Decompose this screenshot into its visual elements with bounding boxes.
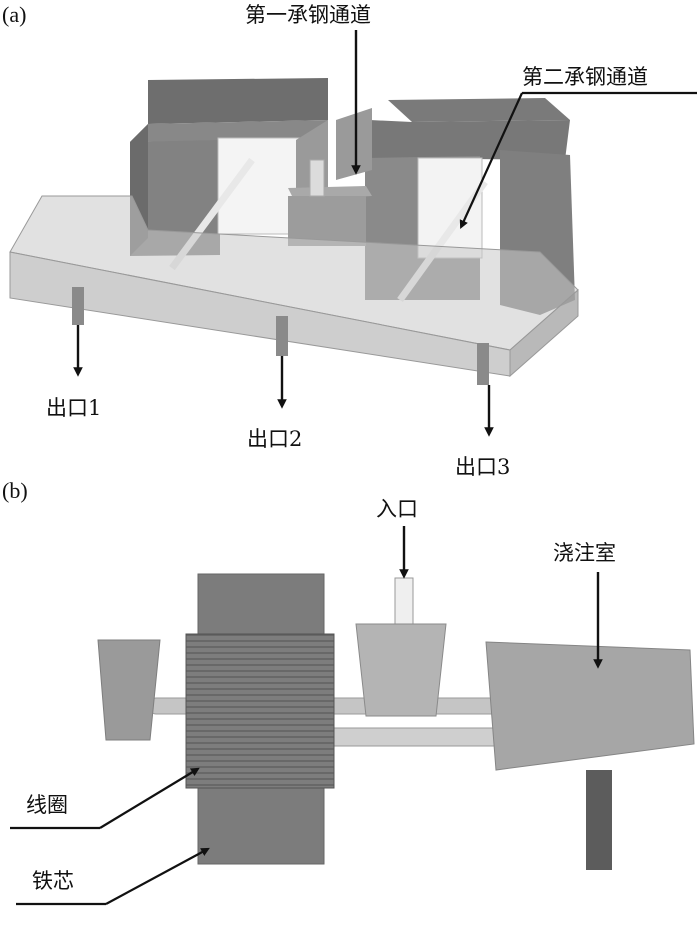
arrow-channel-2 (459, 92, 524, 230)
left-cup (97, 639, 161, 741)
outlet-3-pipe (477, 343, 494, 437)
inlet-pipe (394, 577, 414, 625)
iron-core-body (197, 787, 325, 865)
label-pouring-chamber: 浇注室 (553, 541, 616, 565)
center-block (288, 108, 372, 246)
pouring-chamber (485, 641, 695, 771)
iron-core-top (197, 573, 325, 637)
label-channel-1: 第一承钢通道 (245, 3, 371, 27)
inlet-cup (355, 623, 447, 717)
label-outlet-2: 出口2 (247, 427, 302, 451)
outlet-2-pipe (276, 316, 288, 409)
panel-b-tag: (b) (2, 478, 28, 503)
base-trough (9, 195, 579, 378)
label-coil: 线圈 (26, 793, 68, 817)
panel-a: (a) (2, 2, 697, 479)
label-channel-2: 第二承钢通道 (522, 65, 648, 89)
pouring-chamber-support (586, 770, 612, 870)
outlet-1-pipe (72, 287, 84, 377)
coil-winding (185, 633, 335, 789)
label-inlet: 入口 (376, 497, 418, 521)
panel-a-tag: (a) (2, 2, 26, 27)
label-iron-core: 铁芯 (32, 869, 74, 893)
label-outlet-1: 出口1 (46, 396, 101, 420)
arrow-iron-core (105, 847, 210, 905)
panel-b: (b) 入口 浇注室 线圈 铁芯 (2, 478, 695, 906)
label-outlet-3: 出口3 (455, 455, 510, 479)
arrow-coil (99, 767, 200, 829)
